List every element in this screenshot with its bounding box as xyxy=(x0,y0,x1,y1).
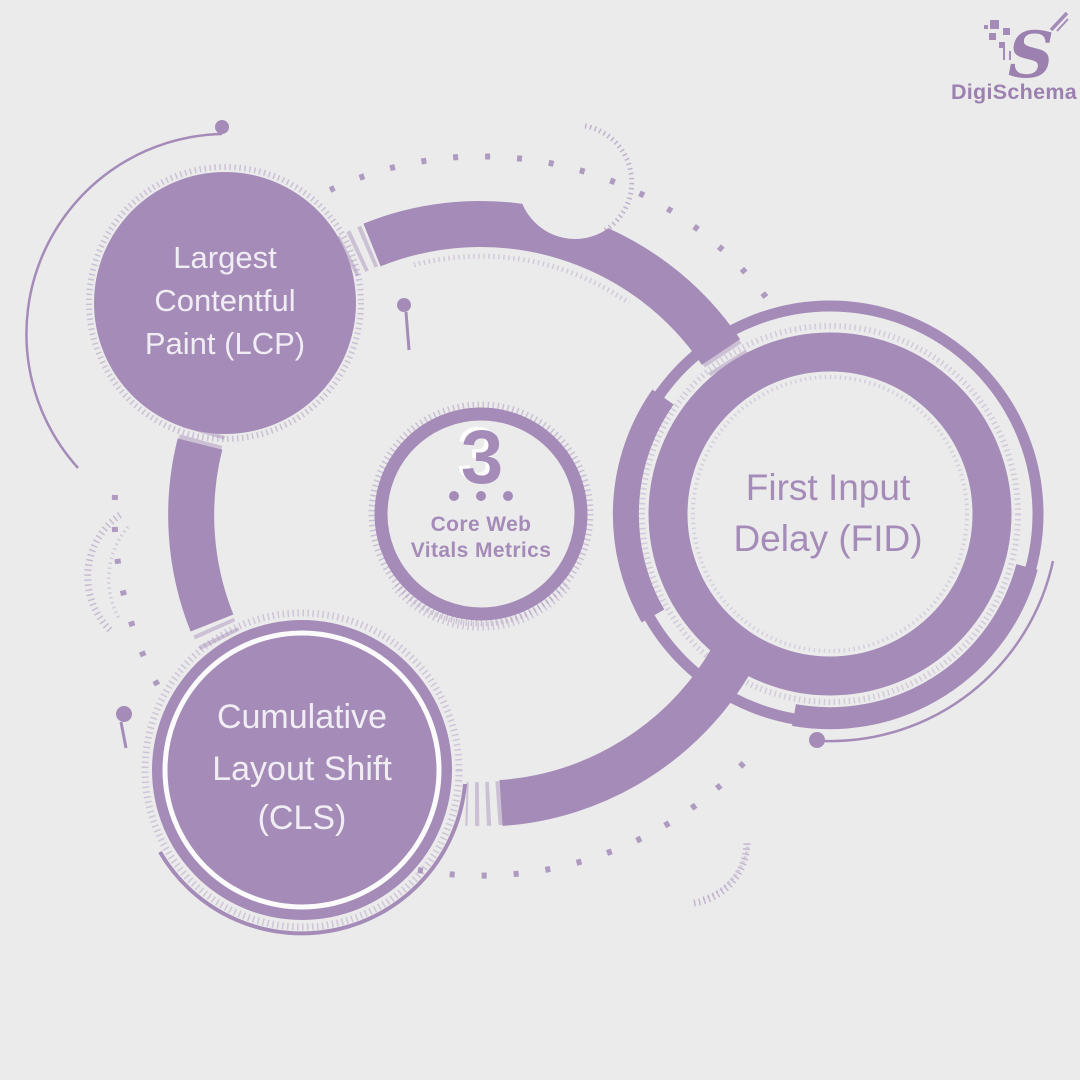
cls-label-line3: (CLS) xyxy=(258,799,347,837)
cls-outer-arc xyxy=(158,783,467,936)
top-pin-marker xyxy=(397,298,411,351)
center-label-line1: Core Web xyxy=(431,513,532,536)
lcp-metric-circle: Largest Contentful Paint (LCP) xyxy=(25,120,364,469)
lcp-label-line2: Contentful xyxy=(154,283,295,318)
cls-label-line1: Cumulative xyxy=(217,698,387,736)
svg-text:S: S xyxy=(1008,18,1054,93)
center-label-line2: Vitals Metrics xyxy=(411,539,552,562)
cls-circle-shape xyxy=(152,620,452,920)
fid-metric-circle: First Input Delay (FID) xyxy=(612,300,1055,748)
cls-metric-circle: Cumulative Layout Shift (CLS) xyxy=(141,609,467,936)
lcp-orbit-line xyxy=(25,132,223,469)
center-number-highlight: 3 xyxy=(457,412,499,497)
center-badge-ring xyxy=(374,407,588,621)
fid-orbit-line xyxy=(823,560,1055,743)
center-number: 3 xyxy=(461,415,503,500)
crescent-accents xyxy=(84,512,751,907)
ring-notch xyxy=(518,123,635,239)
brand-name: DigiSchema xyxy=(951,80,1078,104)
cls-pin-marker xyxy=(116,706,132,749)
fid-orbit-dot xyxy=(809,732,825,748)
center-badge: 3 3 Core Web Vitals Metrics xyxy=(368,401,594,631)
lcp-label-line3: Paint (LCP) xyxy=(145,326,305,361)
center-dots xyxy=(449,491,513,501)
brand-monogram-icon: S xyxy=(984,11,1069,93)
sparkle-trails xyxy=(111,153,774,879)
lcp-label-line1: Largest xyxy=(173,240,277,275)
lcp-circle-shape xyxy=(94,172,356,434)
brand-logo: S DigiSchema xyxy=(951,11,1078,104)
fid-ring-shape xyxy=(648,332,1012,696)
fid-label-line1: First Input xyxy=(746,467,911,508)
cls-label-line2: Layout Shift xyxy=(212,750,392,788)
sparkle-trail-left xyxy=(111,494,161,688)
lcp-orbit-dot xyxy=(215,120,229,134)
fid-label-line2: Delay (FID) xyxy=(733,518,922,559)
